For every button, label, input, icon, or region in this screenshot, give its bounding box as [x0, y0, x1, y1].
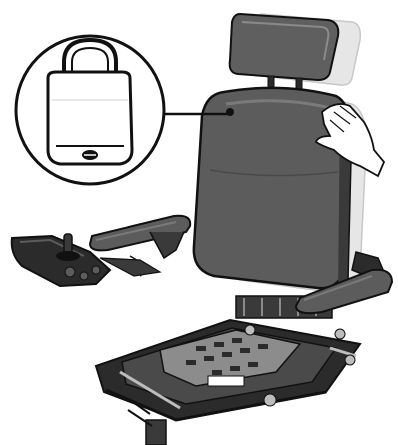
keyhole-icon: [82, 150, 98, 160]
headrest: [230, 14, 339, 98]
seat-base: [96, 296, 360, 445]
